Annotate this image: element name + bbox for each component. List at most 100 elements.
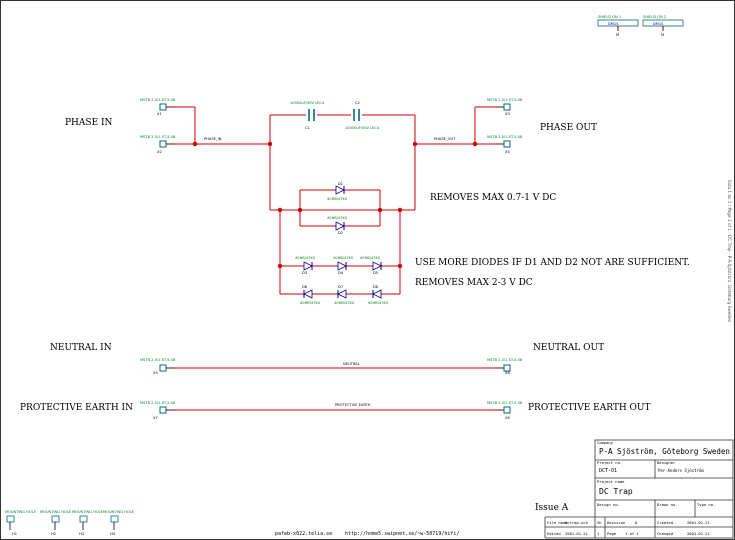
title-project-name: DC Trap bbox=[599, 487, 633, 496]
svg-text:Page: Page bbox=[607, 531, 617, 536]
svg-text:X5: X5 bbox=[153, 371, 158, 375]
shield-part-1: SHIELD ON 1 DM1S M bbox=[597, 15, 639, 37]
diode-d4: 40HB/47K0 D4 bbox=[333, 256, 354, 275]
svg-text:X8: X8 bbox=[505, 416, 510, 420]
d1-ref: D1 bbox=[338, 182, 343, 186]
d6-value: 40HB/47K0 bbox=[300, 301, 321, 305]
title-company: P-A Sjöström, Göteborg Sweden bbox=[599, 447, 730, 456]
svg-text:DCT-01: DCT-01 bbox=[599, 468, 617, 474]
svg-text:Sh: Sh bbox=[597, 520, 602, 525]
title-block: Company P-A Sjöström, Göteborg Sweden Pr… bbox=[544, 439, 734, 539]
svg-text:MOUNTING HOLE: MOUNTING HOLE bbox=[72, 510, 104, 514]
d2-value: 40HB/47K0 bbox=[327, 216, 348, 220]
svg-text:Edited: Edited bbox=[547, 531, 561, 536]
svg-text:H4: H4 bbox=[110, 532, 116, 536]
capacitor-c1: 10000uF/50V LEC4 C1 bbox=[290, 101, 325, 130]
note-issue: Issue A bbox=[535, 503, 569, 513]
d1-value: 40HB/47K0 bbox=[327, 197, 348, 201]
svg-text:Type no.: Type no. bbox=[697, 502, 715, 507]
svg-text:MSTB 2.5/1-ST-5.08: MSTB 2.5/1-ST-5.08 bbox=[140, 358, 176, 362]
note-phase-in: PHASE IN bbox=[65, 118, 113, 128]
note-neutral-out: NEUTRAL OUT bbox=[533, 343, 604, 353]
note-pe-out: PROTECTIVE EARTH OUT bbox=[528, 403, 651, 413]
mount-hole-h2: MOUNTING HOLE H2 bbox=[40, 510, 72, 536]
svg-text:1 of 1: 1 of 1 bbox=[625, 531, 639, 536]
d2-ref: D2 bbox=[338, 231, 343, 235]
connector-x4: MSTB 2.5/1-ST-5.08 X4 bbox=[487, 135, 523, 154]
shield-1-ref: M bbox=[616, 33, 619, 37]
mount-hole-h4: MOUNTING HOLE H4 bbox=[103, 510, 135, 536]
svg-text:MSTB 2.5/1-ST-5.08: MSTB 2.5/1-ST-5.08 bbox=[487, 135, 523, 139]
diode-d3: 40HB/47K0 D3 bbox=[295, 256, 316, 275]
connector-x7: MSTB 2.5/1-ST-5.08 X7 bbox=[140, 401, 176, 420]
connector-x3: MSTB 2.5/1-ST-5.08 X3 bbox=[487, 98, 523, 116]
svg-text:X2: X2 bbox=[157, 150, 162, 154]
diode-d8: D8 40HB/47K0 bbox=[368, 285, 389, 305]
svg-text:MSTB 2.5/1-ST-5.08: MSTB 2.5/1-ST-5.08 bbox=[140, 401, 176, 405]
svg-text:Drawn no.: Drawn no. bbox=[657, 502, 678, 507]
svg-text:X6: X6 bbox=[505, 371, 510, 375]
svg-text:MOUNTING HOLE: MOUNTING HOLE bbox=[103, 510, 135, 514]
d5-value: 40HB/47K0 bbox=[360, 256, 381, 260]
shield-1-value: SHIELD ON 1 bbox=[598, 15, 621, 19]
c1-ref: C1 bbox=[305, 126, 310, 130]
d8-ref: D8 bbox=[373, 285, 379, 289]
svg-text:MOUNTING HOLE: MOUNTING HOLE bbox=[40, 510, 72, 514]
svg-text:Design no.: Design no. bbox=[597, 502, 620, 507]
net-protective-earth: PROTECTIVE EARTH bbox=[335, 403, 371, 407]
diode-d1: D1 40HB/47K0 bbox=[327, 182, 348, 201]
mount-hole-h3: MOUNTING HOLE H3 bbox=[72, 510, 104, 536]
note-pe-in: PROTECTIVE EARTH IN bbox=[20, 403, 133, 413]
svg-text:Revision: Revision bbox=[607, 520, 625, 525]
svg-text:File name: File name bbox=[547, 520, 568, 525]
svg-text:MSTB 2.5/1-ST-5.08: MSTB 2.5/1-ST-5.08 bbox=[487, 401, 523, 405]
svg-text:H1: H1 bbox=[12, 532, 17, 536]
connector-x2: MSTB 2.5/1-ST-5.08 X2 bbox=[140, 135, 176, 154]
svg-text:Company: Company bbox=[597, 440, 614, 445]
svg-text:H3: H3 bbox=[79, 532, 84, 536]
side-text: Sida 1 av 1 / Page 1 of 1 - DC Trap - P-… bbox=[727, 180, 732, 323]
svg-text:Per-Anders Sjöström: Per-Anders Sjöström bbox=[658, 468, 704, 473]
svg-text:2001-01-21: 2001-01-21 bbox=[687, 520, 711, 525]
connector-x8: MSTB 2.5/1-ST-5.08 X8 bbox=[487, 401, 523, 420]
net-phase-in: PHASE_IN bbox=[204, 137, 222, 141]
svg-text:2001-01-21: 2001-01-21 bbox=[687, 531, 711, 536]
shield-part-2: SHIELD ON 2 DM1S M bbox=[642, 15, 684, 37]
connector-x1: MSTB 2.5/1-ST-5.08 X1 bbox=[140, 98, 176, 116]
diode-d6: D6 40HB/47K0 bbox=[300, 285, 321, 305]
svg-text:MSTB 2.5/1-ST-5.08: MSTB 2.5/1-ST-5.08 bbox=[487, 98, 523, 102]
svg-text:X7: X7 bbox=[153, 416, 158, 420]
footer-url: http://home5.swipnet.se/~w-50719/hifi/ bbox=[345, 531, 459, 537]
svg-text:Designer: Designer bbox=[657, 460, 676, 465]
diode-d5: 40HB/47K0 D5 bbox=[360, 256, 382, 275]
shield-2-label: DM1S bbox=[653, 22, 664, 26]
svg-text:MOUNTING HOLE: MOUNTING HOLE bbox=[5, 510, 37, 514]
note-neutral-in: NEUTRAL IN bbox=[50, 343, 112, 353]
diode-d7: D7 40HB/47K0 bbox=[334, 285, 355, 305]
d6-ref: D6 bbox=[302, 285, 308, 289]
d7-ref: D7 bbox=[338, 285, 343, 289]
svg-text:0: 0 bbox=[635, 520, 638, 525]
net-phase-out: PHASE_OUT bbox=[434, 137, 456, 141]
svg-text:X3: X3 bbox=[505, 112, 510, 116]
svg-text:MSTB 2.5/1-ST-5.08: MSTB 2.5/1-ST-5.08 bbox=[140, 135, 176, 139]
shield-2-value: SHIELD ON 2 bbox=[643, 15, 666, 19]
d3-ref: D3 bbox=[302, 271, 307, 275]
d3-value: 40HB/47K0 bbox=[295, 256, 316, 260]
d4-value: 40HB/47K0 bbox=[333, 256, 354, 260]
phase-wiring bbox=[175, 106, 495, 295]
note-removes-1: REMOVES MAX 0.7-1 V DC bbox=[430, 193, 556, 203]
svg-text:2001-01-21: 2001-01-21 bbox=[565, 531, 589, 536]
net-neutral: NEUTRAL bbox=[343, 362, 360, 366]
d5-ref: D5 bbox=[373, 271, 378, 275]
d4-ref: D4 bbox=[338, 271, 344, 275]
c1-value: 10000uF/50V LEC4 bbox=[290, 101, 325, 105]
shield-1-label: DM1S bbox=[608, 22, 619, 26]
footer-email: pafeb-x022.telia.se bbox=[275, 531, 332, 537]
svg-text:Changed: Changed bbox=[657, 531, 673, 536]
svg-text:dctrap.sch: dctrap.sch bbox=[565, 520, 588, 525]
shield-2-ref: M bbox=[661, 33, 664, 37]
svg-text:1: 1 bbox=[597, 531, 600, 536]
